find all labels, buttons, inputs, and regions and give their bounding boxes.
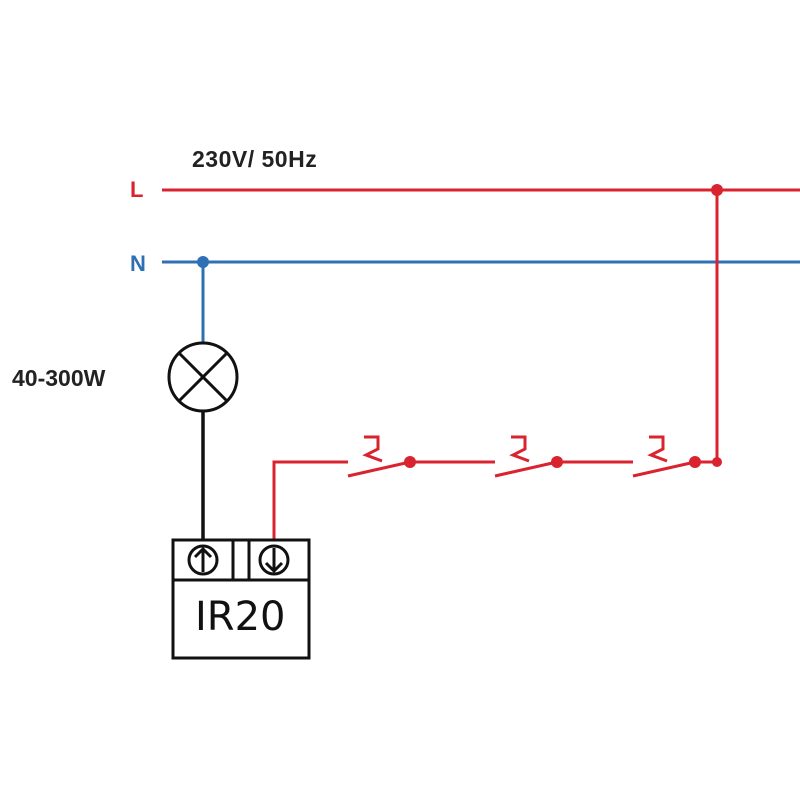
ir20-device: IR20	[171, 538, 311, 660]
neutral-rail-label: N	[130, 251, 146, 276]
pushbutton-switch-icon	[494, 435, 563, 478]
switch-input-wire	[272, 460, 348, 548]
lamp-power-label: 40-300W	[12, 365, 106, 391]
live-switch-junction-dot	[712, 457, 722, 467]
supply-voltage-label: 230V/ 50Hz	[192, 146, 317, 172]
pushbutton-switch-icon	[632, 435, 701, 478]
lamp-cross-circle-icon	[167, 341, 239, 413]
device-label: IR20	[195, 594, 286, 640]
terminal-arrow-down-icon	[258, 544, 290, 576]
pushbutton-switch-icon	[347, 435, 416, 478]
terminal-arrow-up-icon	[187, 544, 219, 576]
live-rail-label: L	[130, 177, 143, 202]
